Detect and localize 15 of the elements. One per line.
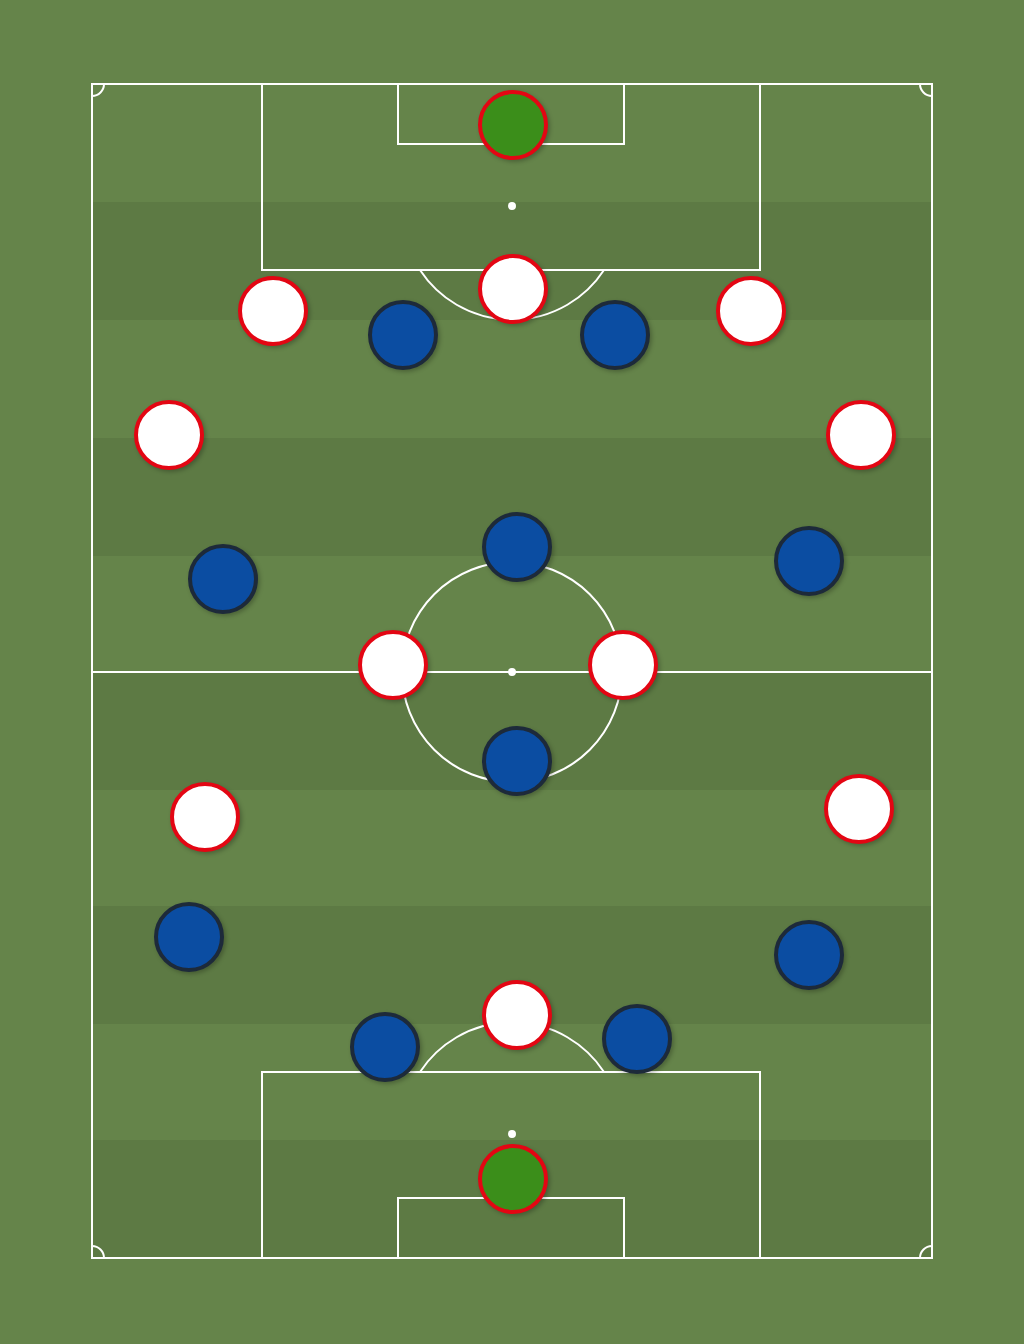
player-marker (368, 300, 438, 370)
player-marker (774, 526, 844, 596)
player-marker (358, 630, 428, 700)
player-marker (350, 1012, 420, 1082)
player-marker (482, 980, 552, 1050)
player-marker (824, 774, 894, 844)
player-marker (238, 276, 308, 346)
player-marker (134, 400, 204, 470)
player-marker (580, 300, 650, 370)
player-marker (716, 276, 786, 346)
player-marker (170, 782, 240, 852)
player-marker (188, 544, 258, 614)
player-marker (826, 400, 896, 470)
player-marker (588, 630, 658, 700)
player-marker (478, 90, 548, 160)
